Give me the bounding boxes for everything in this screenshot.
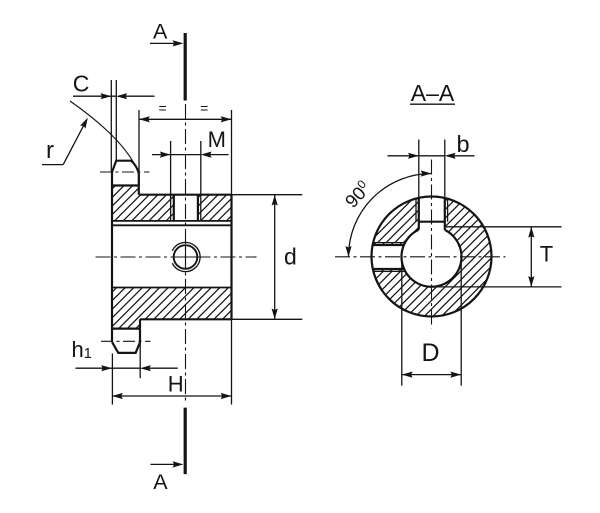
svg-text:A–A: A–A [411,80,455,106]
svg-text:M: M [208,127,226,152]
svg-text:T: T [540,241,553,266]
svg-text:r: r [46,137,54,164]
svg-text:H: H [168,372,184,397]
svg-text:C: C [73,71,90,97]
svg-text:b: b [457,131,470,157]
svg-text:A: A [153,19,168,43]
svg-text:=: = [200,100,208,116]
svg-text:A: A [153,470,168,494]
svg-text:D: D [422,339,440,367]
svg-text:d: d [284,243,297,269]
svg-text:=: = [159,100,167,116]
